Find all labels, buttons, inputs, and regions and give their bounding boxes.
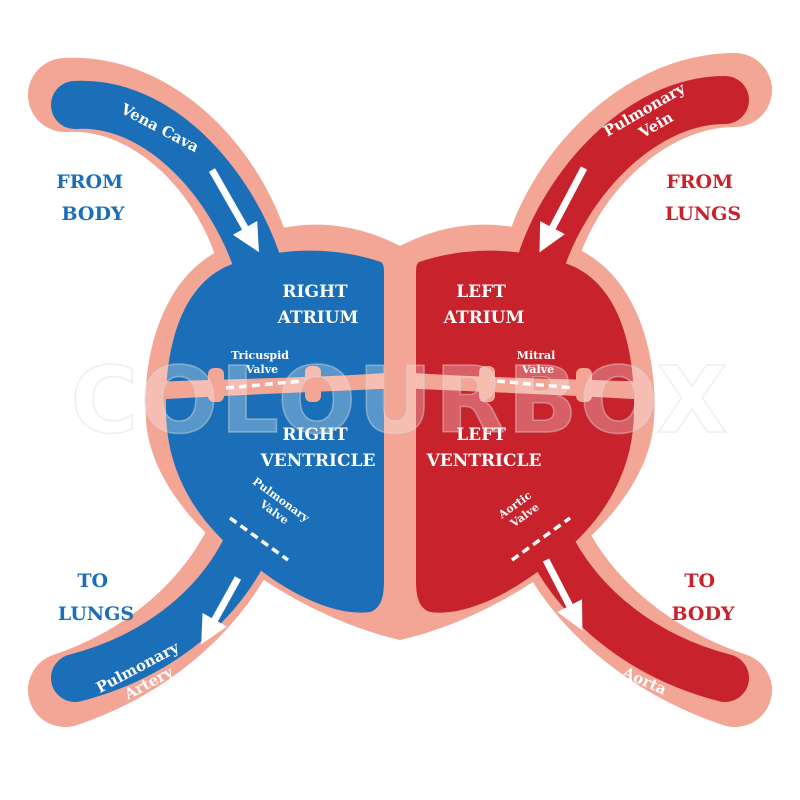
tricuspid-leaflet-left	[208, 368, 224, 402]
right-atrium-label: RIGHT ATRIUM	[277, 282, 359, 328]
from-lungs-label: FROM LUNGS	[665, 171, 741, 225]
aorta-vessel	[521, 511, 749, 702]
tricuspid-valve-label: Tricuspid Valve	[231, 349, 293, 376]
pulmonary-vein-arrow	[539, 166, 588, 253]
mitral-leaflet-right	[576, 368, 592, 402]
pulmonary-valve-line	[228, 516, 290, 562]
left-heart-chamber-shape	[416, 250, 635, 613]
right-ventricle-label: RIGHT VENTRICLE	[260, 425, 376, 471]
mitral-leaflet-left	[479, 366, 495, 402]
av-plane	[150, 366, 650, 402]
mitral-valve-label: Mitral Valve	[517, 349, 559, 376]
to-lungs-label: TO LUNGS	[58, 570, 134, 625]
pulmonary-artery-vessel	[51, 511, 276, 702]
aortic-valve-line	[510, 516, 572, 562]
vena-cava-arrow	[208, 168, 259, 253]
aorta-arrow	[542, 558, 583, 631]
colourbox-watermark: COLOURBOX	[71, 347, 730, 454]
pulmonary-artery-arrow	[201, 576, 242, 645]
tricuspid-leaflet-right	[305, 366, 321, 402]
from-body-label: FROM BODY	[56, 171, 130, 225]
valve-lines	[225, 379, 575, 562]
right-heart-chamber-shape	[165, 250, 384, 613]
left-atrium-label: LEFT ATRIUM	[443, 282, 525, 328]
left-ventricle-label: LEFT VENTRICLE	[426, 425, 542, 471]
to-body-label: TO BODY	[671, 570, 734, 625]
flow-arrows	[201, 166, 588, 645]
